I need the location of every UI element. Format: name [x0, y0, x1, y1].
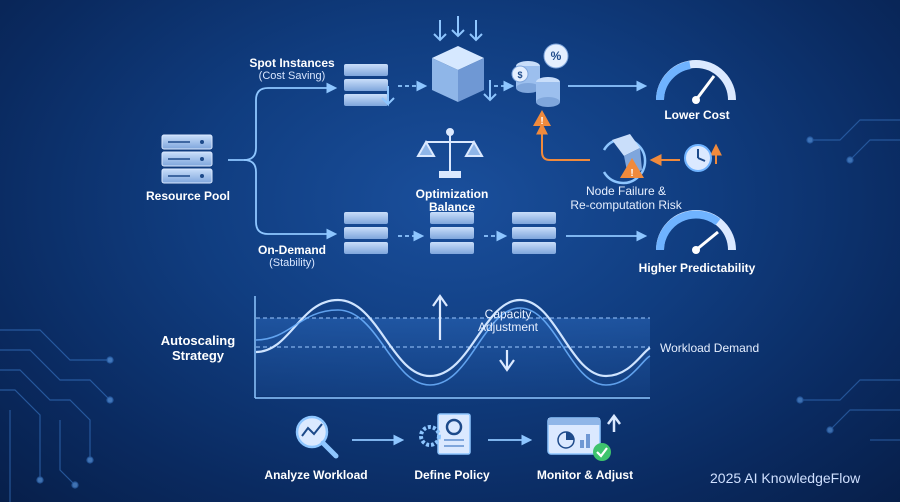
spot-instances-subtitle: (Cost Saving): [258, 70, 326, 82]
dollar-glyph: $: [517, 70, 522, 80]
ondemand-server-2-icon: [430, 212, 474, 254]
policy-document-gear-icon: [419, 413, 471, 455]
warning-glyph-small: !: [540, 116, 543, 127]
warning-icon-small: [533, 110, 551, 126]
circuit-decoration-right: [796, 119, 900, 441]
step-define-label: Define Policy: [414, 468, 490, 482]
workload-demand-label: Workload Demand: [660, 341, 760, 355]
resource-pool-label: Resource Pool: [145, 189, 231, 203]
ondemand-server-1-icon: [344, 212, 388, 254]
failure-feedback-arrow: [536, 122, 722, 166]
higher-predictability-label: Higher Predictability: [638, 261, 756, 275]
warning-glyph-node: !: [630, 168, 633, 179]
coins-icon: [511, 43, 569, 107]
step-analyze-label: Analyze Workload: [264, 468, 368, 482]
autoscaling-label-line2: Strategy: [171, 348, 225, 363]
autoscaling-label-line1: Autoscaling: [160, 333, 236, 348]
percent-glyph: %: [551, 49, 562, 63]
node-failure-label-line2: Re-computation Risk: [570, 198, 682, 212]
on-demand-subtitle: (Stability): [269, 257, 315, 269]
lower-cost-gauge-icon: [656, 60, 736, 104]
balance-scale-icon: [416, 128, 484, 178]
monitor-dashboard-icon: [547, 413, 621, 461]
node-failure-label-line1: Node Failure &: [585, 184, 667, 198]
spot-server-1-icon: [344, 64, 395, 107]
autoscaling-wave-chart: [254, 294, 651, 399]
capacity-label-line1: Capacity: [484, 307, 532, 321]
lower-cost-label: Lower Cost: [664, 108, 730, 122]
circuit-decoration-left: [0, 329, 114, 502]
spot-cube-icon: [432, 16, 497, 102]
capacity-label-line2: Adjustment: [477, 320, 539, 334]
optimization-label: Optimization: [415, 187, 489, 201]
branch-connectors: [228, 82, 338, 240]
on-demand-title: On-Demand: [257, 243, 327, 257]
balance-label: Balance: [428, 200, 476, 214]
analyze-magnifier-icon: [295, 415, 339, 459]
predictability-gauge-icon: [656, 210, 736, 254]
spot-instances-title: Spot Instances: [249, 56, 335, 70]
broken-node-icon: [602, 134, 647, 185]
footer-credit: 2025 AI KnowledgeFlow: [710, 470, 861, 486]
ondemand-server-3-icon: [512, 212, 556, 254]
step-monitor-label: Monitor & Adjust: [536, 468, 634, 482]
clock-icon: [684, 144, 712, 172]
resource-pool-server-icon: [161, 134, 213, 184]
